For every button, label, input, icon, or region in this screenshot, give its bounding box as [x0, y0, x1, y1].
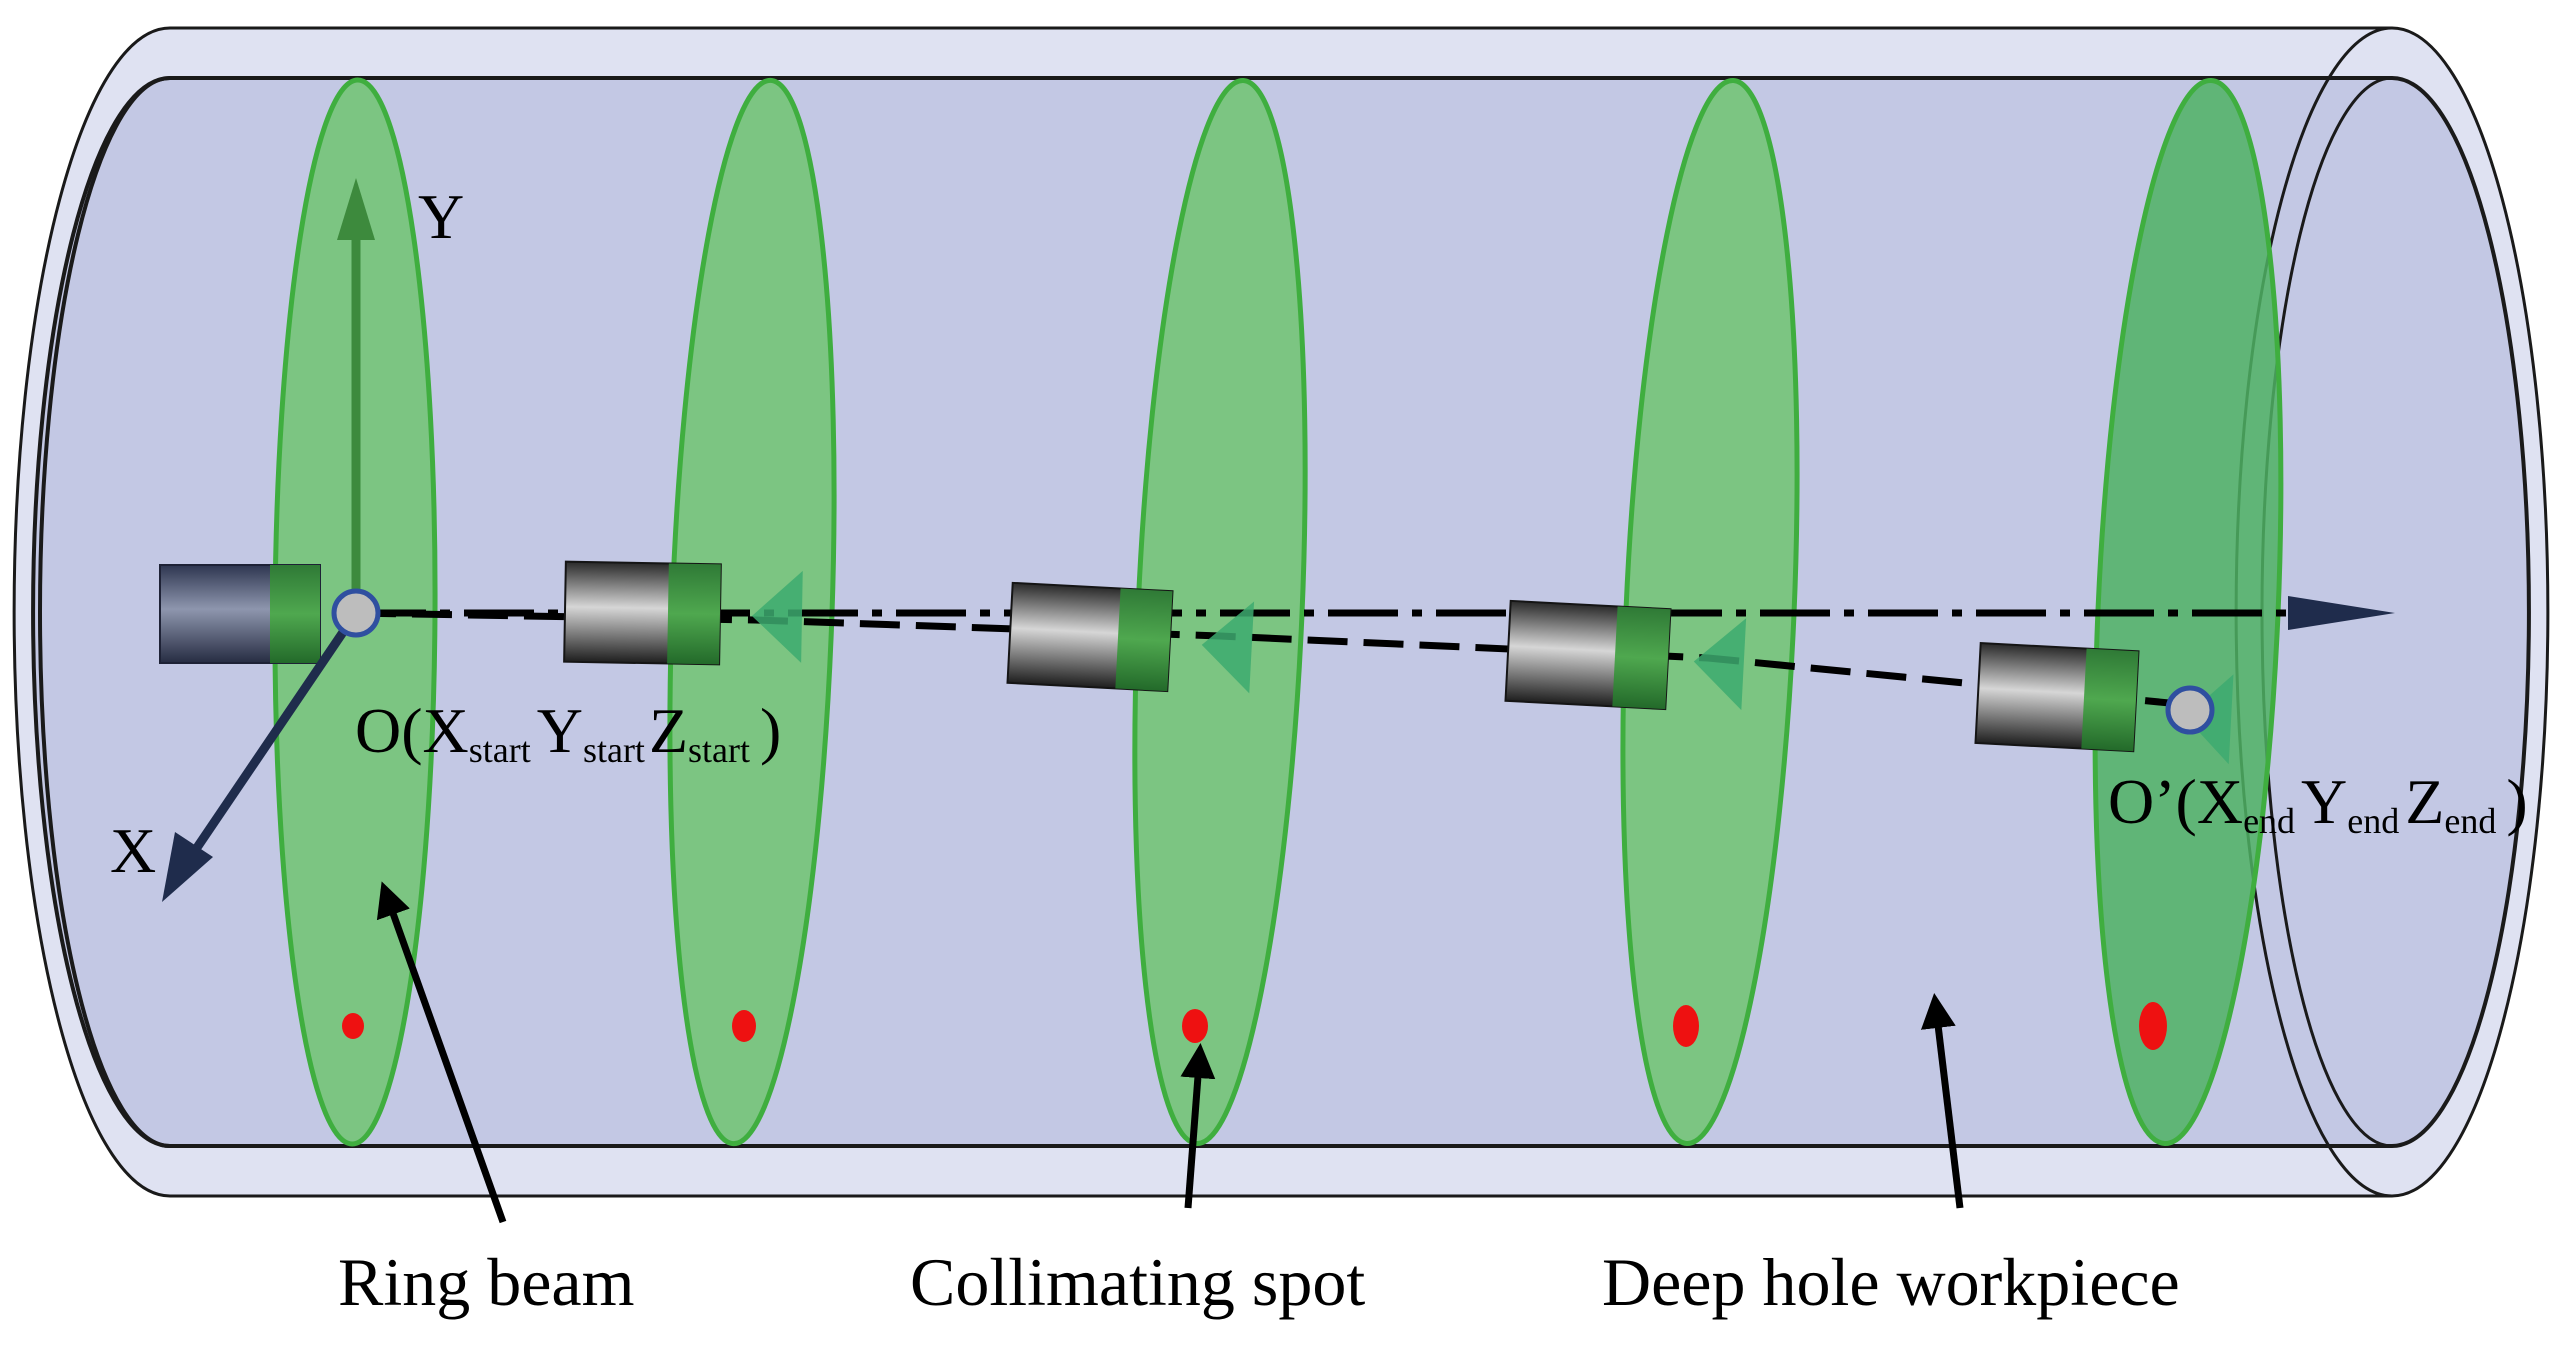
probe — [563, 560, 803, 666]
x-axis-arrow-icon — [162, 832, 213, 902]
end-point — [2165, 685, 2215, 735]
y-axis-arrow-icon — [337, 178, 375, 240]
workpiece-caption: Deep hole workpiece — [1602, 1244, 2180, 1320]
probe — [159, 564, 321, 664]
collimating-spot — [342, 1013, 364, 1039]
collimating-spot-pointer — [1180, 1043, 1216, 1209]
start-point-label: O(XstartYstartZstart) — [355, 695, 781, 770]
annotation-arrows — [376, 881, 1964, 1224]
collimating-spot-caption: Collimating spot — [910, 1244, 1365, 1320]
coordinate-axes: Y X — [110, 178, 464, 902]
probe — [1006, 581, 1255, 694]
collimating-spot — [1673, 1005, 1699, 1047]
left-face — [38, 76, 171, 1148]
ring-beam — [2092, 77, 2284, 1147]
probe — [1974, 642, 2234, 765]
probe — [1504, 599, 1747, 711]
ring-beam-pointer — [376, 881, 507, 1224]
collimating-spot — [1182, 1009, 1208, 1043]
start-point — [331, 588, 381, 638]
x-axis-label: X — [110, 815, 156, 886]
y-axis-label: Y — [418, 181, 464, 252]
ring-beam-caption: Ring beam — [338, 1244, 635, 1320]
x-axis — [188, 610, 360, 858]
collimating-spot — [2139, 1002, 2167, 1050]
collimating-spot — [732, 1010, 756, 1042]
workpiece-pointer — [1920, 993, 1964, 1209]
end-point-label: O’(XendYendZend) — [2108, 766, 2528, 841]
axis-arrowhead-icon — [2288, 596, 2395, 630]
probes — [159, 560, 2234, 765]
